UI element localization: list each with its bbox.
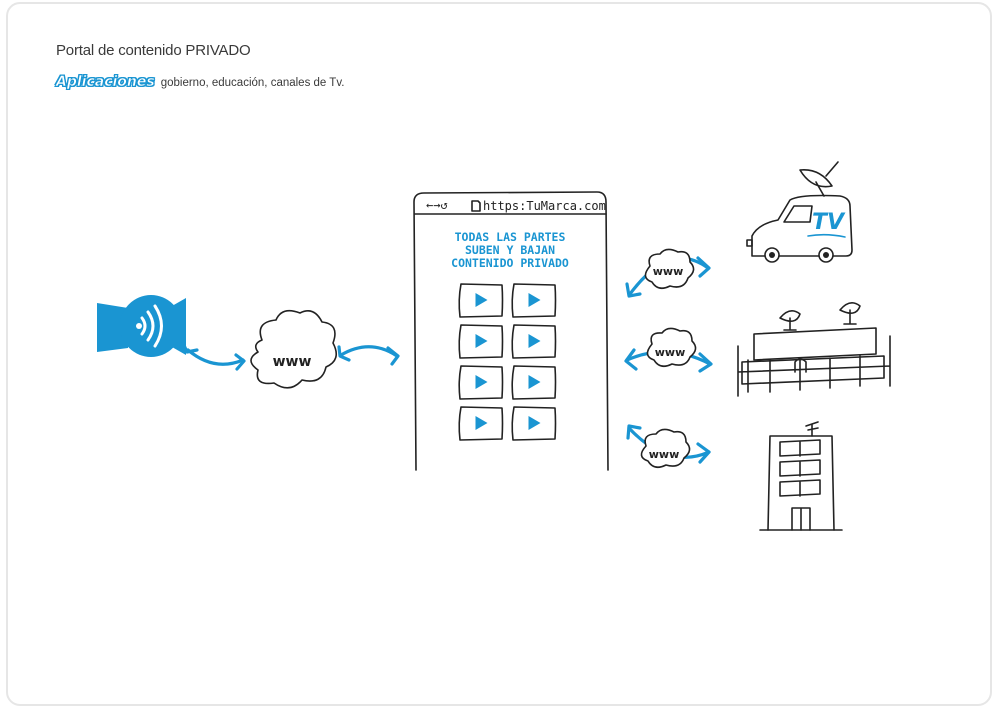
cloud-label-building: www — [655, 346, 686, 359]
video-tile-frame — [458, 365, 504, 400]
broadcast-camera-icon — [97, 295, 186, 357]
video-tile-frame — [511, 406, 557, 441]
play-icon — [528, 375, 541, 389]
video-tile-frame — [458, 283, 504, 318]
browser-heading-line-2: SUBEN Y BAJAN — [465, 243, 555, 257]
apps-text: gobierno, educación, canales de Tv. — [160, 77, 345, 89]
cloud-label-tv: www — [653, 265, 684, 278]
arrow-browser-satellite-building: www — [624, 327, 713, 373]
arrow-camera-cloud — [181, 341, 246, 371]
video-tile-frame — [511, 365, 557, 400]
video-tile[interactable] — [511, 324, 557, 359]
video-tile[interactable] — [511, 283, 557, 318]
video-tile-frame — [511, 324, 557, 359]
apps-badge: Aplicaciones — [56, 74, 155, 91]
browser-url: https:TuMarca.com — [483, 199, 606, 213]
video-tile-frame — [511, 283, 557, 318]
video-tile[interactable] — [511, 406, 557, 441]
page-title: Portal de contenido PRIVADO — [56, 42, 251, 59]
arrow-browser-office-building: www — [626, 424, 711, 469]
browser-nav-icons: ←→↺ — [426, 198, 448, 212]
subtitle-row: Aplicaciones gobierno, educación, canale… — [56, 74, 345, 91]
play-icon — [528, 293, 541, 307]
browser-heading-line-3: CONTENIDO PRIVADO — [451, 256, 569, 270]
cloud-label: www — [273, 354, 312, 370]
video-tile[interactable] — [458, 365, 504, 400]
office-building-icon — [759, 421, 843, 531]
browser-window: ←→↺ https:TuMarca.com TODAS LAS PARTES S… — [413, 191, 609, 471]
arrow-browser-tv-van: www — [625, 248, 711, 298]
video-tile-frame — [458, 406, 504, 441]
video-tile-frame — [458, 324, 504, 359]
video-tile[interactable] — [458, 283, 504, 318]
play-icon — [475, 375, 488, 389]
play-icon — [475, 416, 488, 430]
page-icon — [471, 200, 481, 212]
video-tile[interactable] — [511, 365, 557, 400]
tv-van-icon: TV — [746, 161, 853, 263]
tv-van-label: TV — [812, 210, 846, 235]
video-tile[interactable] — [458, 324, 504, 359]
cloud-label-office: www — [649, 448, 680, 461]
play-icon — [528, 416, 541, 430]
video-tile[interactable] — [458, 406, 504, 441]
diagram-card — [6, 2, 992, 706]
play-icon — [475, 293, 488, 307]
play-icon — [528, 334, 541, 348]
browser-heading-line-1: TODAS LAS PARTES — [455, 230, 566, 244]
video-grid — [458, 283, 557, 441]
cloud-icon: www — [250, 309, 338, 389]
satellite-building-icon — [737, 302, 891, 397]
play-icon — [475, 334, 488, 348]
arrow-cloud-browser — [337, 345, 400, 366]
